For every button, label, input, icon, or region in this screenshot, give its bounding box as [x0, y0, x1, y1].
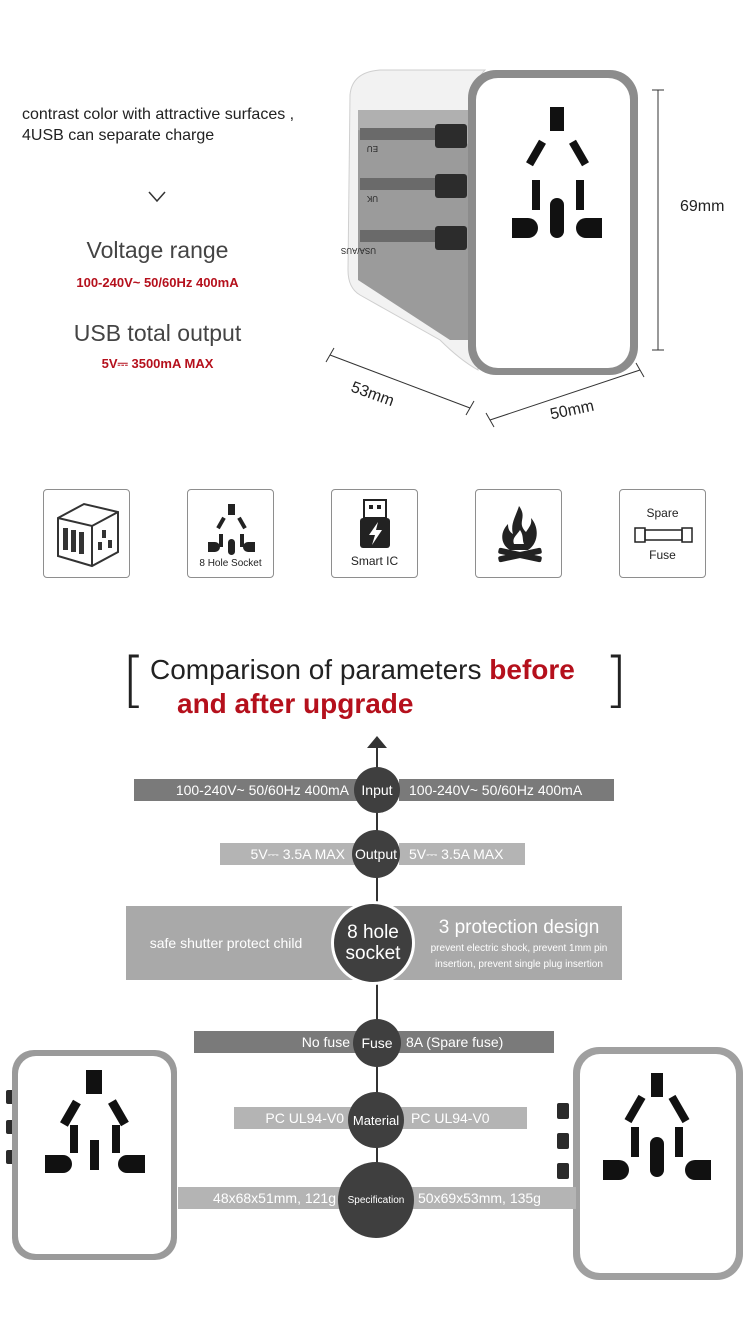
socket-after-desc: prevent electric shock, prevent 1mm pin …: [430, 943, 608, 970]
plug-label-eu: EU: [367, 144, 378, 153]
param-specification: Specification: [338, 1162, 414, 1238]
socket-after-title: 3 protection design: [438, 917, 600, 938]
feature-fireproof: [475, 489, 562, 578]
fuse-after: 8A (Spare fuse): [396, 1031, 554, 1053]
input-after: 100-240V~ 50/60Hz 400mA: [399, 779, 614, 801]
output-before: 5V⎓ 3.5A MAX: [220, 843, 355, 865]
fuse-before: No fuse: [194, 1031, 360, 1053]
specification-before: 48x68x51mm, 121g: [178, 1187, 346, 1209]
plug-label-usa: USA/AUS: [341, 246, 376, 255]
feature-label-smart-ic: Smart IC: [350, 554, 399, 568]
adapter-before-image: [6, 1050, 177, 1260]
dimension-lines: [325, 89, 664, 428]
usb-output-value: 5V⎓ 3500mA MAX: [101, 356, 214, 371]
feature-adapter: [43, 489, 130, 578]
material-before: PC UL94-V0: [234, 1107, 354, 1129]
adapter-after-image: [557, 1047, 743, 1280]
feature-smart-ic: Smart IC: [331, 489, 418, 578]
comparison-title-line2: and after upgrade: [177, 688, 414, 719]
feature-label-spare: Spare: [646, 506, 679, 520]
dimension-height: 69mm: [680, 198, 725, 215]
socket-before: safe shutter protect child: [149, 935, 303, 951]
param-output: Output: [352, 830, 400, 878]
socket-holes: [512, 107, 602, 238]
param-input: Input: [354, 767, 400, 813]
arrow-up-icon: [367, 736, 387, 748]
adapter-icon: [57, 502, 119, 568]
plug-slider-eu: [360, 124, 467, 148]
feature-spare-fuse: Spare Fuse: [619, 489, 706, 578]
comparison-title-highlight: before: [489, 654, 575, 685]
socket-holes-icon: [208, 504, 255, 555]
intro-line-1: contrast color with attractive surfaces …: [22, 106, 295, 123]
usb-output-title: USB total output: [73, 320, 242, 346]
plug-slider-uk: [360, 174, 467, 198]
input-before: 100-240V~ 50/60Hz 400mA: [134, 779, 359, 801]
feature-8-hole-socket: 8 Hole Socket: [187, 489, 274, 578]
feature-label-8-hole: 8 Hole Socket: [199, 558, 262, 569]
material-after: PC UL94-V0: [401, 1107, 527, 1129]
intro-line-2: 4USB can separate charge: [22, 127, 215, 144]
usb-charge-icon: [360, 499, 390, 548]
output-after: 5V⎓ 3.5A MAX: [399, 843, 525, 865]
chevron-down-icon: [148, 191, 166, 203]
param-8-hole-socket: 8 hole socket: [331, 901, 415, 985]
param-fuse: Fuse: [353, 1019, 401, 1067]
fireproof-icon: [498, 506, 542, 563]
bracket-left: [: [122, 645, 146, 715]
plug-slider-usa: [360, 226, 467, 250]
bracket-right: ]: [604, 645, 628, 715]
comparison-title: Comparison of parameters before: [150, 654, 575, 685]
feature-label-fuse: Fuse: [649, 548, 676, 562]
fuse-icon: [634, 527, 693, 543]
plug-label-uk: UK: [366, 194, 378, 203]
intro-text: contrast color with attractive surfaces …: [22, 104, 342, 146]
specification-after: 50x69x53mm, 135g: [408, 1187, 576, 1209]
voltage-range-title: Voltage range: [86, 237, 229, 263]
adapter-product-image: EU UK USA/AUS: [325, 69, 664, 428]
param-material: Material: [348, 1092, 404, 1148]
voltage-range-value: 100-240V~ 50/60Hz 400mA: [76, 275, 239, 290]
